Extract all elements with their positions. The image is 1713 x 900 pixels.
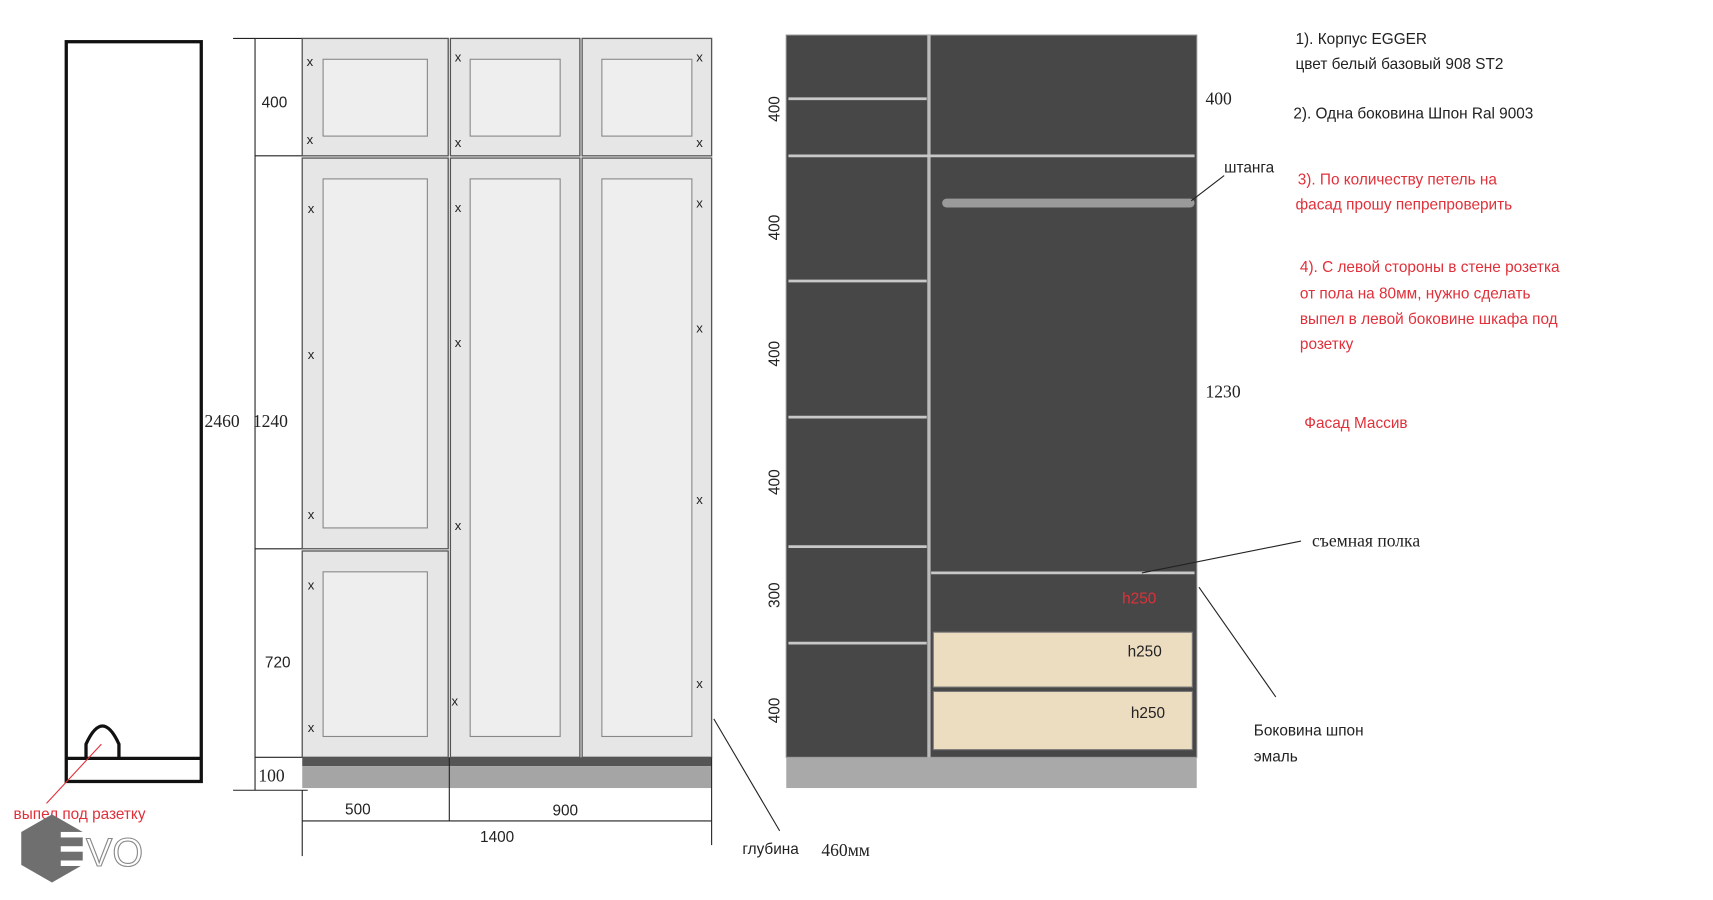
interior-view: 400 400 400 400 300 400 400 1230 штанга … xyxy=(767,34,1420,789)
dim-right-main: 1230 xyxy=(1206,381,1241,401)
svg-text:4). С левой стороны в стене ро: 4). С левой стороны в стене розетка xyxy=(1300,259,1560,276)
dim-width-right: 900 xyxy=(552,802,578,819)
cutout-label: выпел под разетку xyxy=(14,806,146,823)
shelf-label: съемная полка xyxy=(1312,531,1420,551)
svg-text:x: x xyxy=(455,200,462,215)
drawer xyxy=(932,690,1193,751)
dim-width-total: 1400 xyxy=(480,829,514,846)
svg-text:x: x xyxy=(696,135,703,150)
depth-value: 460мм xyxy=(821,840,870,860)
drawer-1-height: h250 xyxy=(1128,643,1162,660)
front-view: 400 2460 1240 720 100 x x x x x x x x xyxy=(205,37,870,860)
dim-top: 400 xyxy=(262,95,288,112)
svg-text:выпел в левой боковине шкафа: выпел в левой боковине шкафа под xyxy=(1300,311,1558,328)
hinge-marks: x x x x x x x x x x x x x x x x x x x xyxy=(307,49,704,735)
dim-plinth: 100 xyxy=(258,765,285,785)
svg-text:x: x xyxy=(455,135,462,150)
dim-width-left: 500 xyxy=(345,801,371,818)
svg-text:400: 400 xyxy=(767,341,784,367)
svg-text:300: 300 xyxy=(767,582,784,608)
drawer-2-height: h250 xyxy=(1131,705,1165,722)
svg-text:x: x xyxy=(308,201,315,216)
svg-text:x: x xyxy=(696,492,703,507)
section-heights: 400 400 400 400 300 400 xyxy=(767,96,784,723)
svg-text:x: x xyxy=(696,195,703,210)
depth-label: глубина xyxy=(742,841,799,858)
svg-text:от пола на 80мм, нужно сделать: от пола на 80мм, нужно сделать xyxy=(1300,286,1531,303)
rod-label: штанга xyxy=(1224,159,1274,176)
svg-text:x: x xyxy=(308,577,315,592)
notes: 1). Корпус EGGER цвет белый базовый 908 … xyxy=(1293,31,1560,432)
svg-text:400: 400 xyxy=(767,469,784,495)
dim-middle: 1240 xyxy=(253,411,288,431)
side-label-1: Боковина шпон xyxy=(1254,722,1364,739)
svg-text:1). Корпус EGGER: 1). Корпус EGGER xyxy=(1296,31,1427,48)
logo-text: VO xyxy=(86,831,143,875)
svg-text:x: x xyxy=(455,518,462,533)
svg-text:3). По количеству петель на: 3). По количеству петель на xyxy=(1298,171,1498,188)
shelf-height: h250 xyxy=(1122,591,1156,608)
dim-total-height: 2460 xyxy=(205,411,240,431)
side-view: выпел под разетку xyxy=(14,40,203,823)
svg-text:x: x xyxy=(696,676,703,691)
svg-text:400: 400 xyxy=(767,698,784,724)
svg-text:400: 400 xyxy=(767,215,784,241)
svg-text:400: 400 xyxy=(767,96,784,122)
side-label-2: эмаль xyxy=(1254,749,1298,766)
drawer xyxy=(932,631,1193,688)
svg-text:розетку: розетку xyxy=(1300,336,1354,353)
evo-logo: VO xyxy=(21,814,144,883)
socket-cutout xyxy=(84,724,121,759)
svg-text:x: x xyxy=(307,132,314,147)
svg-text:фасад прошу пепрепроверить: фасад прошу пепрепроверить xyxy=(1296,197,1513,214)
svg-text:x: x xyxy=(308,347,315,362)
svg-text:x: x xyxy=(308,507,315,522)
svg-text:x: x xyxy=(308,720,315,735)
svg-text:2). Одна боковина Шпон Ral 900: 2). Одна боковина Шпон Ral 9003 xyxy=(1293,106,1533,123)
svg-text:цвет белый базовый 908 ST2: цвет белый базовый 908 ST2 xyxy=(1296,56,1504,73)
svg-text:x: x xyxy=(307,54,314,69)
svg-text:x: x xyxy=(696,49,703,64)
dim-right-top: 400 xyxy=(1206,88,1233,108)
svg-text:Фасад Массив: Фасад Массив xyxy=(1304,415,1407,432)
svg-text:x: x xyxy=(452,694,459,709)
svg-text:x: x xyxy=(696,321,703,336)
dim-bottom: 720 xyxy=(265,654,291,671)
svg-text:x: x xyxy=(455,49,462,64)
svg-text:x: x xyxy=(455,335,462,350)
